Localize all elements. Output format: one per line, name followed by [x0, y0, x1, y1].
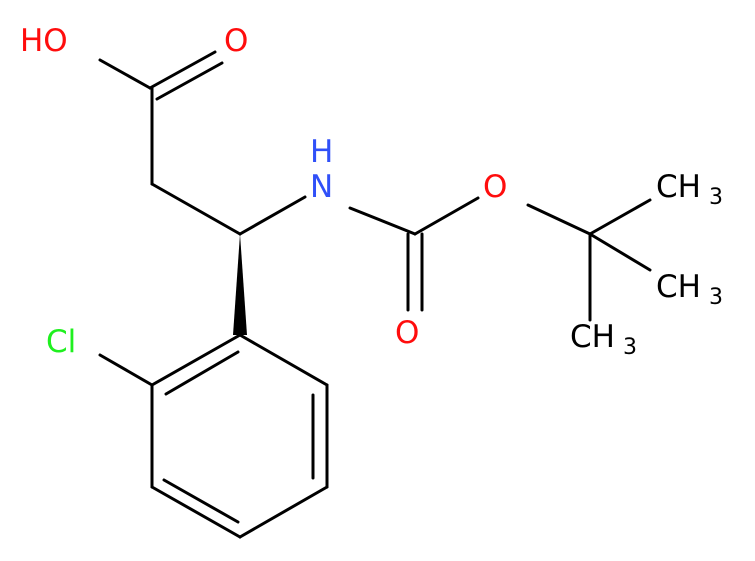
- carbonyl-oxygen-label: O: [395, 315, 419, 351]
- bond-n-c4: [348, 206, 417, 236]
- bond-c3-n: [238, 195, 307, 236]
- chlorine-label: Cl: [46, 324, 76, 360]
- ring-bond-3: [238, 485, 329, 539]
- methyl-2-subscript: 3: [709, 285, 723, 310]
- methyl-1-subscript: 3: [709, 185, 723, 210]
- hydroxyl-label: HO: [20, 23, 68, 59]
- bond-c1-o-double-a: [148, 50, 217, 90]
- bond-c1-o-double-b: [155, 61, 224, 101]
- methyl-3-label: CH: [570, 319, 615, 355]
- methyl-group-3: CH 3: [570, 319, 637, 360]
- ring-bond-1: [238, 333, 329, 387]
- bond-c4-o-ester: [413, 196, 480, 236]
- bond-c2-c3: [150, 182, 242, 236]
- bond-c5-me2: [588, 232, 652, 272]
- amine-nitrogen-label: N: [310, 169, 333, 205]
- ring-bond-6: [150, 333, 242, 387]
- bond-ho-c1: [98, 58, 152, 90]
- amine-hydrogen-label: H: [310, 134, 333, 170]
- atom-labels: HO O H N O O Cl CH 3 CH 3 CH 3: [20, 23, 723, 360]
- bond-ring-cl: [98, 353, 154, 387]
- methyl-1-label: CH: [656, 169, 701, 205]
- methyl-group-2: CH 3: [656, 269, 723, 310]
- ring-bond-4-inner: [162, 478, 240, 524]
- methyl-group-1: CH 3: [656, 169, 723, 210]
- ring-bond-4: [150, 485, 242, 539]
- bond-c5-me1: [588, 198, 652, 236]
- bond-o-c5: [526, 203, 592, 236]
- ring-bond-6-inner: [164, 350, 240, 396]
- methyl-2-label: CH: [656, 269, 701, 305]
- ester-oxygen-label: O: [483, 169, 507, 205]
- wedge-bond: [233, 234, 247, 335]
- carboxyl-oxygen-label: O: [224, 23, 248, 59]
- methyl-3-subscript: 3: [623, 335, 637, 360]
- bonds: [98, 50, 652, 539]
